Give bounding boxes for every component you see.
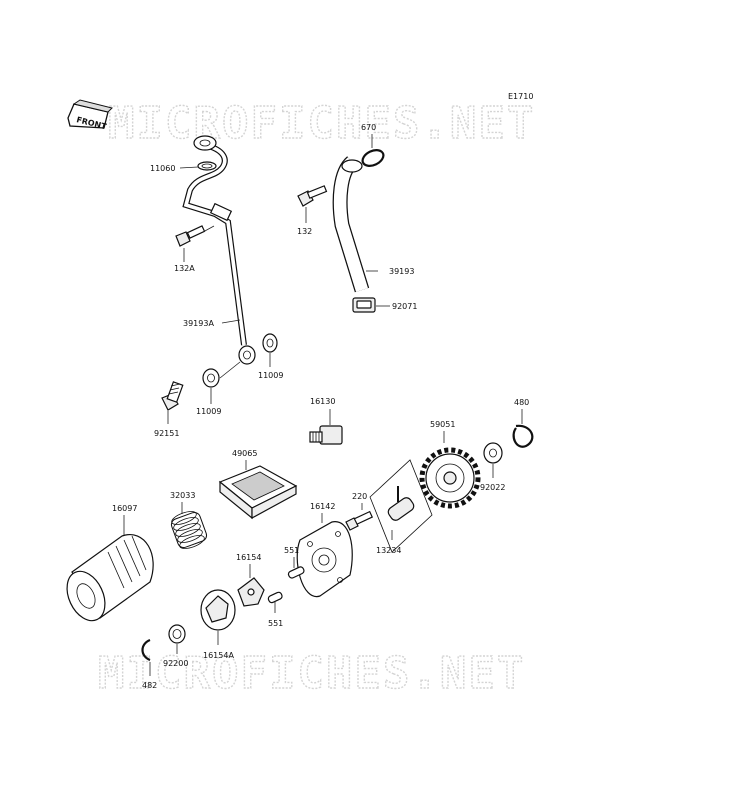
fitting-16130 — [309, 425, 343, 445]
label-16154: 16154 — [236, 553, 261, 562]
bolt-132a — [175, 225, 206, 247]
label-59051: 59051 — [430, 420, 455, 429]
washer-11009-right — [262, 333, 278, 353]
label-11060: 11060 — [150, 164, 175, 173]
label-132a: 132A — [174, 264, 195, 273]
oil-filter-16097 — [66, 534, 154, 622]
shaft-13234 — [369, 459, 433, 553]
label-482: 482 — [142, 681, 157, 690]
label-16130: 16130 — [310, 397, 335, 406]
label-92151: 92151 — [154, 429, 179, 438]
screen-49065 — [218, 465, 298, 520]
label-13234: 13234 — [376, 546, 401, 555]
bolt-220 — [345, 510, 374, 531]
label-92200: 92200 — [163, 659, 188, 668]
outer-rotor-16154a — [200, 589, 236, 631]
front-arrow-icon: FRONT — [67, 99, 113, 131]
o-ring-670 — [361, 149, 385, 167]
spring-32033 — [170, 511, 208, 549]
label-551-bottom: 551 — [268, 619, 283, 628]
label-16142: 16142 — [310, 502, 335, 511]
watermark-top: MICROFICHES.NET — [108, 98, 535, 149]
inner-rotor-16154 — [237, 577, 265, 607]
label-16097: 16097 — [112, 504, 137, 513]
oil-pipe-39193 — [332, 156, 370, 293]
washer-11009-left — [202, 368, 220, 388]
diagram-code: E1710 — [508, 92, 533, 101]
pin-551-bottom — [267, 591, 283, 604]
label-551-top: 551 — [284, 546, 299, 555]
circlip-482 — [141, 638, 151, 662]
grommet-92071 — [352, 297, 376, 313]
washer-11060 — [197, 161, 217, 171]
snap-ring-480 — [512, 424, 534, 448]
pin-551-top — [287, 566, 305, 579]
bolt-92151 — [161, 381, 184, 411]
washer-92200 — [168, 624, 186, 644]
label-49065: 49065 — [232, 449, 257, 458]
label-670: 670 — [361, 123, 376, 132]
bolt-132 — [297, 185, 328, 207]
pump-body-16142 — [296, 521, 353, 598]
label-11009-right: 11009 — [258, 371, 283, 380]
watermark-bottom: MICROFICHES.NET — [98, 648, 525, 699]
washer-92022 — [483, 442, 503, 464]
label-92022: 92022 — [480, 483, 505, 492]
label-39193: 39193 — [389, 267, 414, 276]
label-92071: 92071 — [392, 302, 417, 311]
label-16154a: 16154A — [203, 651, 234, 660]
label-480: 480 — [514, 398, 529, 407]
oil-pipe-39193a — [182, 135, 256, 365]
label-11009-left: 11009 — [196, 407, 221, 416]
gear-59051 — [419, 447, 481, 509]
label-32033: 32033 — [170, 491, 195, 500]
label-220: 220 — [352, 492, 367, 501]
label-39193a: 39193A — [183, 319, 214, 328]
label-132: 132 — [297, 227, 312, 236]
